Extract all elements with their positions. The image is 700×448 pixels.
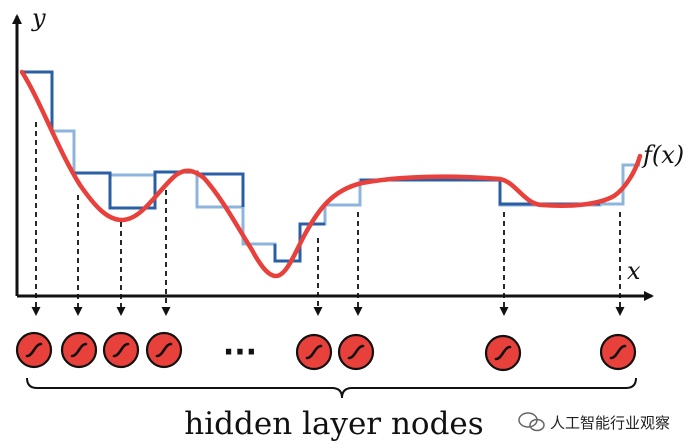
- sigmoid-icon: [112, 342, 130, 358]
- watermark: 人工智能行业观察: [518, 412, 670, 432]
- caption: hidden layer nodes: [184, 406, 483, 442]
- dashed-arrows: [31, 122, 625, 316]
- target-function-curve: [19, 69, 643, 279]
- sigmoid-icon: [305, 344, 323, 360]
- hidden-node: [337, 333, 375, 371]
- hidden-node: [60, 331, 98, 369]
- wechat-icon: [518, 412, 545, 432]
- hidden-node: [599, 333, 637, 371]
- hidden-nodes: [15, 331, 637, 372]
- axes: y x: [12, 4, 654, 301]
- hidden-node: [145, 331, 183, 369]
- sigmoid-icon: [494, 345, 512, 361]
- hidden-node: [295, 333, 333, 371]
- sigmoid-icon: [155, 342, 173, 358]
- sigmoid-icon: [70, 342, 88, 358]
- function-label: f(x): [641, 141, 684, 169]
- ellipsis: ···: [223, 335, 257, 370]
- hidden-node: [102, 331, 140, 369]
- hidden-node: [15, 331, 53, 369]
- step-approximation-dark: [22, 70, 600, 263]
- sigmoid-icon: [25, 342, 43, 358]
- x-axis-label: x: [627, 257, 641, 285]
- watermark-text: 人工智能行业观察: [550, 414, 670, 432]
- sigmoid-icon: [609, 344, 627, 360]
- sigmoid-icon: [347, 344, 365, 360]
- y-axis-label: y: [31, 4, 46, 32]
- step-approximation-light: [50, 72, 640, 263]
- grouping-brace: [26, 377, 637, 399]
- hidden-node: [484, 334, 522, 372]
